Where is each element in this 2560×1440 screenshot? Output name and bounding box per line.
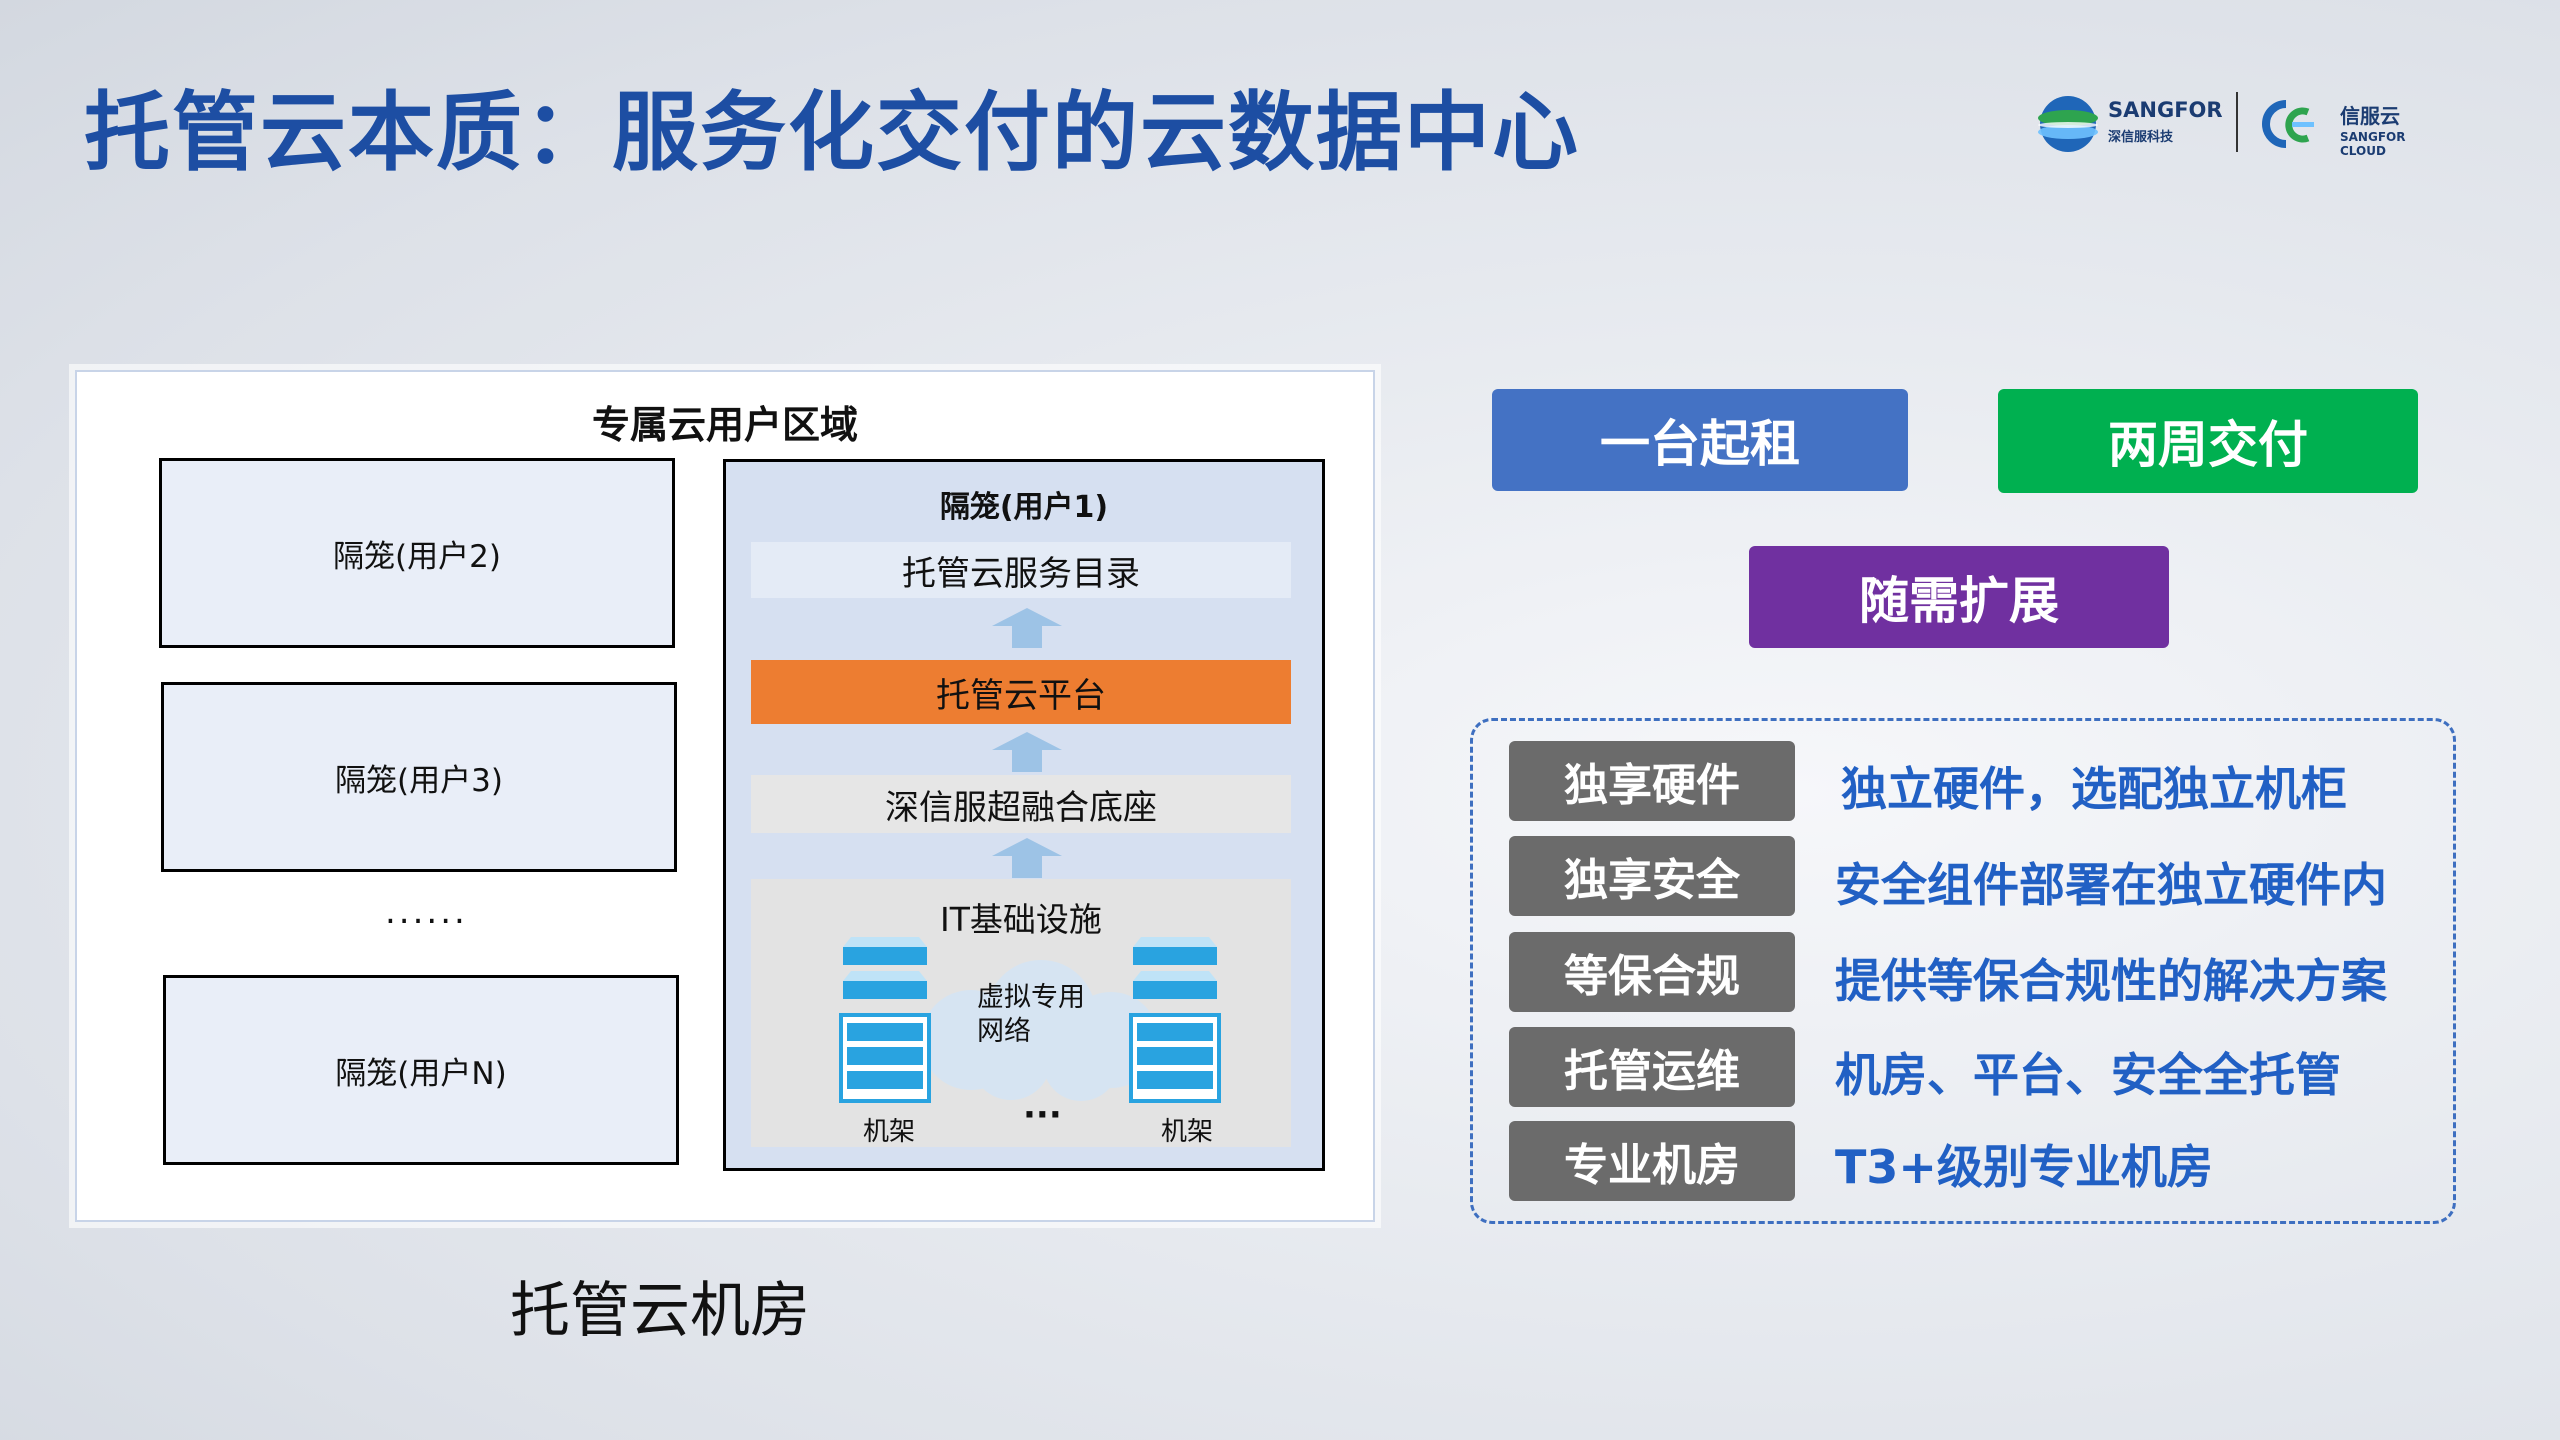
area-title: 专属云用户区域	[591, 403, 858, 447]
network-line: 网络	[977, 1016, 1031, 1047]
sangfor-cloud-logo-icon	[2262, 100, 2314, 148]
rack-icon	[1129, 937, 1221, 1103]
feature-desc-professional-dc: T3+级别专业机房	[1835, 1140, 2213, 1194]
tag-scale-on-demand: 随需扩展	[1749, 546, 2169, 648]
sangfor-logo-icon	[2038, 96, 2098, 152]
cloud-brand-sub: SANGFOR CLOUD	[2340, 130, 2406, 158]
logo-area: SANGFOR 深信服科技 信服云 SANGFOR CLOUD	[2030, 88, 2450, 160]
up-arrow-icon	[992, 608, 1062, 648]
layer-hci-base: 深信服超融合底座	[751, 775, 1291, 833]
cloud-brand-name: 信服云	[2340, 104, 2400, 128]
cage-label: 隔笼(用户2)	[333, 538, 501, 575]
tag-two-week-delivery: 两周交付	[1998, 389, 2418, 493]
rack-icon	[839, 937, 931, 1103]
feature-list: 独享硬件 独立硬件，选配独立机柜 独享安全 安全组件部署在独立硬件内 等保合规 …	[1470, 718, 2456, 1224]
cage-user-3: 隔笼(用户3)	[161, 682, 677, 872]
cage-label: 隔笼(用户N)	[335, 1055, 507, 1092]
tag-label: 两周交付	[2108, 416, 2308, 474]
sangfor-brand-name: SANGFOR	[2108, 98, 2223, 122]
rack-label-left: 机架	[863, 1117, 916, 1147]
feature-label-compliance: 等保合规	[1509, 932, 1795, 1012]
tag-rent-from-one: 一台起租	[1492, 389, 1908, 491]
tag-label: 一台起租	[1600, 415, 1800, 473]
layer-service-catalog: 托管云服务目录	[751, 542, 1291, 598]
diagram-caption: 托管云机房	[510, 1276, 810, 1346]
rack-label-right: 机架	[1161, 1117, 1214, 1147]
up-arrow-icon	[992, 732, 1062, 772]
feature-desc-dedicated-security: 安全组件部署在独立硬件内	[1835, 858, 2387, 912]
it-infrastructure: IT基础设施 虚拟专用 网络	[751, 879, 1291, 1147]
network-line: 虚拟专用	[977, 982, 1085, 1013]
feature-desc-compliance: 提供等保合规性的解决方案	[1835, 954, 2387, 1008]
feature-label-managed-ops: 托管运维	[1509, 1027, 1795, 1107]
cage-user-1-title: 隔笼(用户1)	[939, 490, 1109, 525]
layer-cloud-platform: 托管云平台	[751, 660, 1291, 724]
layer-label: 托管云平台	[936, 675, 1106, 716]
cage-user-1: 隔笼(用户1) 托管云服务目录 托管云平台 深信服超融合底座 IT基础设施	[723, 459, 1325, 1171]
cage-user-2: 隔笼(用户2)	[159, 458, 675, 648]
dedicated-cloud-user-area: 专属云用户区域 隔笼(用户2) 隔笼(用户3) ...... 隔笼(用户N) 隔…	[75, 370, 1375, 1222]
tag-label: 随需扩展	[1859, 572, 2059, 630]
cage-user-n: 隔笼(用户N)	[163, 975, 679, 1165]
sangfor-brand-sub: 深信服科技	[2108, 130, 2174, 145]
layer-label: 深信服超融合底座	[885, 787, 1157, 828]
it-title: IT基础设施	[940, 900, 1102, 939]
cage-label: 隔笼(用户3)	[335, 762, 503, 799]
cage-ellipsis: ......	[385, 892, 468, 932]
rack-ellipsis: ···	[1023, 1095, 1062, 1135]
virtual-network-label: 虚拟专用 网络	[977, 981, 1085, 1049]
feature-label-dedicated-hardware: 独享硬件	[1509, 741, 1795, 821]
feature-label-dedicated-security: 独享安全	[1509, 836, 1795, 916]
page-title: 托管云本质：服务化交付的云数据中心	[84, 83, 1580, 183]
logo-divider	[2236, 92, 2238, 152]
layer-label: 托管云服务目录	[902, 553, 1140, 594]
feature-desc-dedicated-hardware: 独立硬件，选配独立机柜	[1841, 762, 2347, 816]
feature-label-professional-dc: 专业机房	[1509, 1121, 1795, 1201]
up-arrow-icon	[992, 838, 1062, 878]
feature-desc-managed-ops: 机房、平台、安全全托管	[1835, 1048, 2341, 1102]
